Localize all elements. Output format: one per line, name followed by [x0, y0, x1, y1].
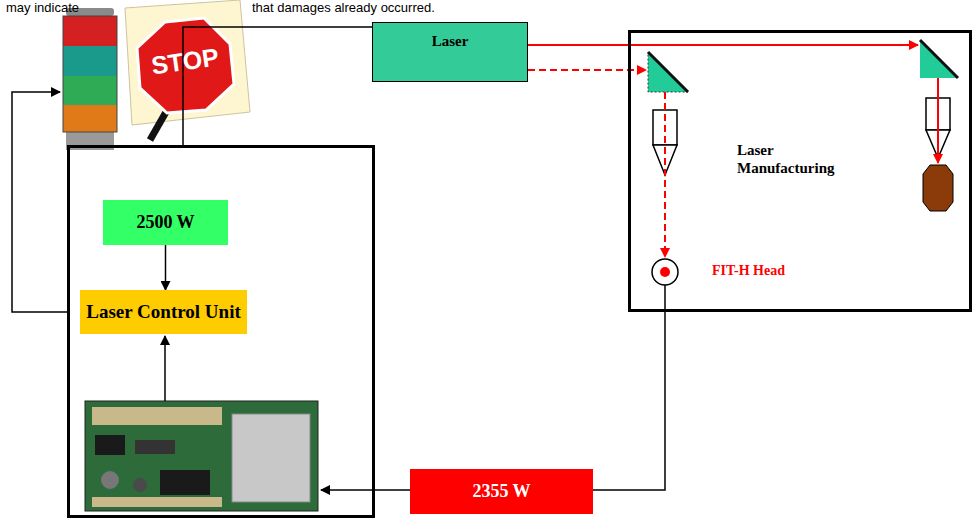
mirror [920, 40, 958, 78]
laser-beam [937, 78, 939, 163]
node-text: Laser Control Unit [86, 301, 240, 323]
pcb-board [85, 401, 318, 511]
control-housing [69, 147, 374, 517]
pcb-arrow [164, 336, 166, 401]
power-setpoint-box: 2500 W [103, 200, 228, 245]
mirror [648, 52, 688, 92]
note-text: may indicate [6, 0, 79, 15]
node-text: Laser [432, 33, 469, 50]
node-text: FIT-H Head [712, 263, 785, 279]
laser-beam-dashed [664, 92, 666, 257]
laser-box: Laser [372, 22, 528, 82]
node-text: Laser Manufacturing [737, 141, 855, 177]
sensor-head [652, 259, 678, 285]
sensor-wire [593, 285, 665, 490]
laser-beam [528, 44, 918, 46]
sensor-arrow [321, 489, 410, 491]
flow-arrow [165, 245, 167, 290]
mirror-face [648, 52, 688, 92]
manufacturing-box: Laser ManufacturingFIT-H Head [628, 30, 972, 312]
signal-tower [63, 8, 117, 150]
note-text: that damages already occurred. [252, 0, 435, 15]
measured-power-box: 2355 W [410, 469, 593, 514]
stop-sign [125, 0, 250, 140]
node-text: 2500 W [136, 212, 194, 233]
workpiece [923, 165, 953, 211]
feedback-wire [12, 92, 67, 312]
control-unit-box: Laser Control Unit [80, 290, 247, 334]
mirror-face [920, 40, 958, 78]
node-text: 2355 W [472, 481, 530, 502]
